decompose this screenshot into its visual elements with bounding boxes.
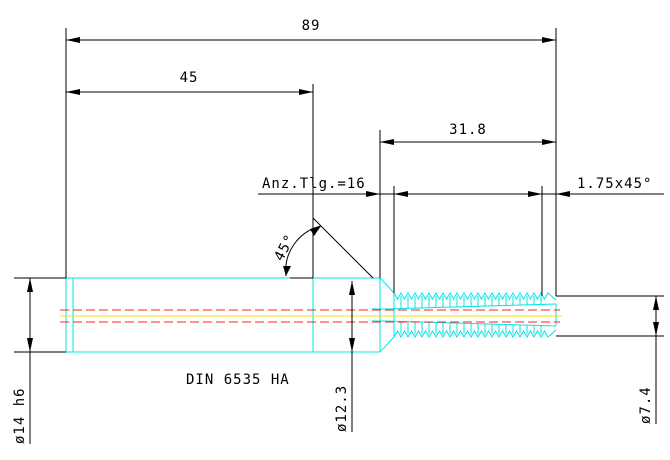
dim-neck-diameter: ø12.3 (334, 281, 355, 432)
dim-tip-diameter: ø7.4 (556, 295, 664, 424)
label-teeth-count: Anz.Tlg.=16 (262, 176, 366, 192)
dim-shank-diameter: ø14 h6 (12, 277, 66, 444)
thread-teeth (393, 292, 557, 338)
shank-outline (65, 277, 381, 353)
part-outline (65, 277, 557, 353)
dim-shank-length: 45 (66, 70, 313, 95)
thread-crest-top (393, 292, 557, 301)
label-neck-diameter: ø12.3 (334, 385, 350, 432)
label-thread-length: 31.8 (449, 122, 487, 138)
label-shank-diameter: ø14 h6 (12, 387, 28, 444)
label-shank-length: 45 (180, 70, 199, 86)
centerlines (60, 309, 562, 323)
standard-label: DIN 6535 HA (186, 372, 290, 388)
extension-lines (65, 28, 557, 296)
neck-chamfer (379, 277, 395, 353)
label-angle: 45° (271, 231, 298, 263)
label-tip-diameter: ø7.4 (638, 386, 654, 424)
thread-crest-bottom (393, 329, 557, 338)
dim-angle: 45° (271, 217, 374, 279)
dim-chamfer-row: Anz.Tlg.=16 1.75x45° (258, 176, 664, 197)
dim-overall-length: 89 (66, 18, 556, 43)
label-overall-length: 89 (302, 18, 321, 34)
dim-thread-length: 31.8 (380, 122, 556, 145)
label-chamfer: 1.75x45° (577, 176, 652, 192)
